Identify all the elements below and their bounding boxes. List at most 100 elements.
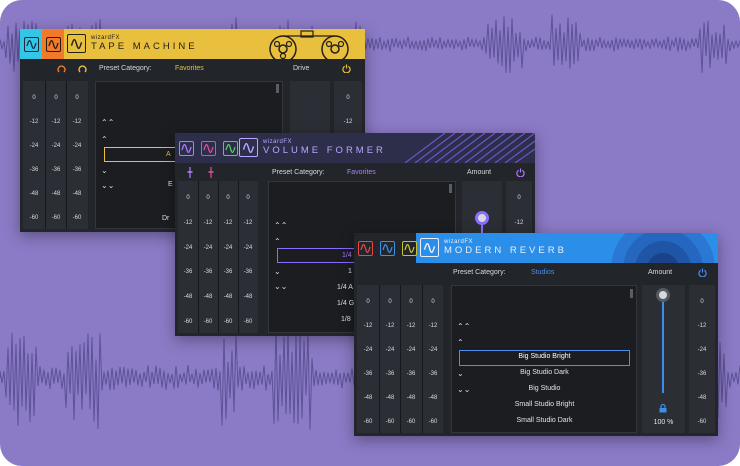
preset-item[interactable]: E (168, 181, 173, 188)
meter-tick-label: -24 (183, 245, 193, 251)
preset-item[interactable]: 1 (348, 268, 352, 275)
preset-item[interactable]: 1/4 A (337, 284, 353, 291)
meter-tick-label: -48 (29, 191, 39, 197)
meter-tick-label: -36 (203, 269, 213, 275)
preset-category-value[interactable]: Favorites (347, 169, 376, 176)
amount-slider-handle[interactable] (475, 211, 489, 225)
scroll-up-icon[interactable]: ⌃ (274, 237, 281, 246)
modern-reverb-plugin: wizardFX MODERN REVERB Preset Category: … (354, 233, 718, 436)
meter-tick-label: -24 (72, 143, 82, 149)
sine-wave-logo-icon (239, 138, 258, 157)
meter-tick-label: 0 (431, 299, 435, 305)
preset-item[interactable]: A (166, 151, 171, 158)
sine-wave-logo-icon (420, 238, 439, 257)
preset-category-value[interactable]: Studios (531, 269, 555, 276)
sine-wave-icon (222, 140, 238, 156)
amount-slider[interactable]: 100 % (642, 285, 685, 433)
meter-tick-label: -60 (385, 419, 395, 425)
power-icon[interactable] (516, 168, 525, 177)
scroll-bottom-icon[interactable]: ⌄⌄ (101, 181, 115, 190)
selected-preset-row[interactable] (459, 350, 630, 366)
sine-wave-icon (178, 140, 194, 156)
power-icon[interactable] (342, 64, 351, 73)
preset-scrollbar[interactable] (630, 289, 633, 298)
preset-category-value[interactable]: Favorites (175, 65, 204, 72)
amount-value: 100 % (653, 419, 674, 426)
tab-blue-plugin[interactable] (376, 233, 398, 263)
input-gain-icon[interactable] (187, 167, 193, 178)
scroll-bottom-icon[interactable]: ⌄⌄ (457, 385, 471, 394)
preset-item[interactable]: Dr (162, 215, 170, 222)
meter-tick-label: -24 (223, 245, 233, 251)
preset-list[interactable]: ⌃⌃ ⌃ ⌄ ⌄⌄ Big Studio Bright Big Studio D… (451, 285, 637, 433)
preset-item[interactable]: Small Studio Dark (516, 417, 573, 424)
preset-item[interactable]: 1/4 (342, 252, 352, 259)
tape-reels-illustration (269, 30, 349, 59)
preset-scrollbar[interactable] (276, 84, 279, 93)
meter-tick-label: 0 (409, 299, 413, 305)
meter-tick-label: -12 (183, 220, 193, 226)
meter-tick-label: 0 (246, 195, 250, 201)
meter-tick-label: -36 (29, 167, 39, 173)
preset-item[interactable]: Small Studio Bright (514, 401, 575, 408)
meter-divider (238, 181, 239, 333)
preset-item[interactable]: Big Studio Bright (518, 353, 571, 360)
lock-icon[interactable] (659, 404, 667, 413)
output-knob-icon[interactable] (78, 64, 87, 74)
header-rings-decoration (611, 233, 715, 263)
tab-purple-plugin[interactable] (175, 133, 197, 163)
brand-small-text: wizardFX (444, 239, 474, 246)
sine-wave-icon (401, 240, 417, 256)
input-knob-icon[interactable] (57, 64, 66, 74)
preset-item[interactable]: Big Studio (528, 385, 561, 392)
scroll-down-icon[interactable]: ⌄ (101, 166, 108, 175)
meter-tick-label: 0 (366, 299, 370, 305)
meter-tick-label: 0 (700, 299, 704, 305)
meter-divider (198, 181, 199, 333)
preset-item[interactable]: 1/8 (341, 316, 351, 323)
scroll-up-icon[interactable]: ⌃ (101, 135, 108, 144)
tab-pink-plugin[interactable] (197, 133, 219, 163)
meter-tick-label: -48 (363, 395, 373, 401)
tab-cyan-plugin[interactable] (20, 29, 42, 59)
meter-tick-label: -12 (363, 323, 373, 329)
tab-olive-plugin[interactable] (398, 233, 420, 263)
meter-tick-label: -24 (385, 347, 395, 353)
preset-item[interactable]: 1/4 G (337, 300, 355, 307)
preset-category-label: Preset Category: (272, 169, 325, 176)
scroll-down-icon[interactable]: ⌄ (457, 369, 464, 378)
meter-tick-label: -36 (51, 167, 61, 173)
output-meter: 0-12-24-36-48-60 (689, 285, 715, 433)
tape-machine-header: wizardFX TAPE MACHINE (20, 29, 365, 59)
tab-green-plugin[interactable] (219, 133, 241, 163)
scroll-bottom-icon[interactable]: ⌄⌄ (274, 282, 288, 291)
scroll-top-icon[interactable]: ⌃⌃ (274, 221, 288, 230)
meter-tick-label: -12 (406, 323, 416, 329)
sine-wave-logo-icon (67, 34, 86, 53)
power-icon[interactable] (698, 268, 707, 277)
meter-tick-label: -12 (697, 323, 707, 329)
meter-tick-label: 0 (54, 95, 58, 101)
meter-tick-label: 0 (75, 95, 79, 101)
meter-tick-label: -36 (697, 371, 707, 377)
meter-tick-label: -60 (29, 215, 39, 221)
preset-item[interactable]: Big Studio Dark (520, 369, 569, 376)
output-gain-icon[interactable] (208, 167, 214, 178)
scroll-down-icon[interactable]: ⌄ (274, 267, 281, 276)
amount-slider-handle[interactable] (656, 288, 670, 302)
meter-tick-label: -60 (203, 319, 213, 325)
meter-tick-label: -48 (183, 294, 193, 300)
meter-tick-label: -24 (363, 347, 373, 353)
meter-tick-label: -36 (243, 269, 253, 275)
meter-tick-label: -12 (514, 220, 524, 226)
tab-orange-plugin[interactable] (42, 29, 64, 59)
scroll-top-icon[interactable]: ⌃⌃ (457, 322, 471, 331)
scroll-top-icon[interactable]: ⌃⌃ (101, 118, 115, 127)
scroll-up-icon[interactable]: ⌃ (457, 338, 464, 347)
tab-red-plugin[interactable] (354, 233, 376, 263)
meter-tick-label: -36 (183, 269, 193, 275)
meter-tick-label: -12 (72, 119, 82, 125)
amount-label: Amount (648, 269, 673, 276)
preset-scrollbar[interactable] (449, 184, 452, 193)
